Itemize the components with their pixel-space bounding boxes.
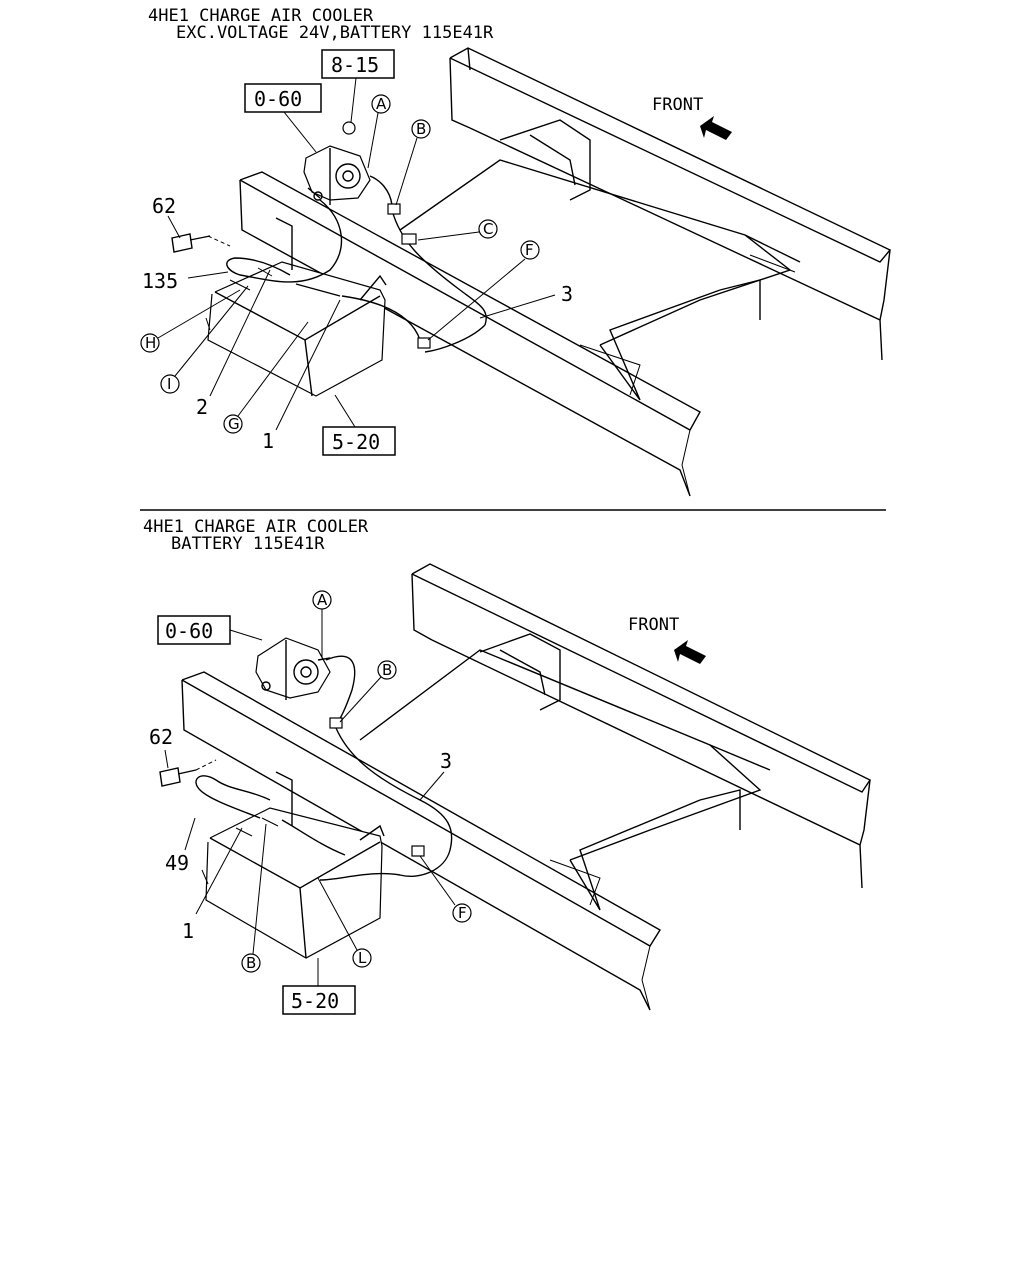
callout-g-top: G <box>223 321 309 434</box>
svg-text:H: H <box>145 334 156 352</box>
svg-text:8-15: 8-15 <box>331 53 379 77</box>
callout-b-upper-bottom: B <box>339 660 397 723</box>
part-numbers-top: 62 135 2 1 3 <box>142 194 573 453</box>
chassis-frame-bottom <box>181 563 872 1011</box>
callout-b-top: B <box>395 119 431 206</box>
cables-bottom <box>195 655 453 881</box>
svg-text:L: L <box>358 949 367 967</box>
front-label-bottom: FRONT <box>628 615 679 635</box>
diagram-bottom-header-line2: BATTERY 115E41R <box>171 534 325 554</box>
svg-text:I: I <box>167 375 171 393</box>
front-arrow-bottom: FRONT <box>628 615 706 664</box>
callout-f-top: F <box>427 240 540 341</box>
chassis-frame-top <box>239 47 892 497</box>
diagram-bottom: 4HE1 CHARGE AIR COOLER BATTERY 115E41R <box>143 517 872 1015</box>
svg-text:G: G <box>228 415 240 433</box>
callout-b-lower-bottom: B <box>241 823 267 973</box>
starter-motor-top <box>303 121 371 205</box>
svg-text:A: A <box>317 591 328 609</box>
svg-text:C: C <box>483 220 493 238</box>
part-number-62-bottom: 62 <box>149 725 173 749</box>
battery-bottom <box>201 771 385 959</box>
svg-text:0-60: 0-60 <box>165 619 213 643</box>
callout-i-top: I <box>160 285 249 394</box>
ref-box-5-20-bottom: 5-20 <box>282 958 356 1015</box>
svg-text:B: B <box>382 661 392 679</box>
ref-box-5-20-top: 5-20 <box>322 394 396 456</box>
part-number-1: 1 <box>262 429 274 453</box>
part-number-3: 3 <box>561 282 573 306</box>
callouts-top: A B C F H <box>140 94 540 434</box>
battery-top <box>205 217 387 397</box>
svg-text:5-20: 5-20 <box>291 989 339 1013</box>
svg-text:F: F <box>525 241 534 259</box>
callout-h-top: H <box>140 289 241 353</box>
starter-motor-bottom <box>255 637 331 700</box>
part-number-62: 62 <box>152 194 176 218</box>
diagram-bottom-header-line1: 4HE1 CHARGE AIR COOLER <box>143 517 369 537</box>
callout-a-bottom: A <box>312 590 332 658</box>
part-number-3-bottom: 3 <box>440 749 452 773</box>
bolt-62-bottom <box>159 759 217 787</box>
callout-f-bottom: F <box>419 855 472 923</box>
callout-c-top: C <box>417 219 498 241</box>
ref-box-8-15-top: 8-15 <box>321 49 395 123</box>
diagram-top: 4HE1 CHARGE AIR COOLER EXC.VOLTAGE 24V,B… <box>140 6 892 497</box>
callout-a-top: A <box>367 94 391 169</box>
part-numbers-bottom: 62 49 1 3 <box>149 725 452 943</box>
svg-text:B: B <box>246 954 256 972</box>
svg-text:F: F <box>458 904 467 922</box>
part-number-49: 49 <box>165 851 189 875</box>
ref-box-0-60-top: 0-60 <box>244 83 322 153</box>
diagram-top-header-line1: 4HE1 CHARGE AIR COOLER <box>148 6 374 26</box>
part-number-1-bottom: 1 <box>182 919 194 943</box>
callout-l-bottom: L <box>317 877 372 968</box>
svg-text:5-20: 5-20 <box>332 430 380 454</box>
part-number-135: 135 <box>142 269 178 293</box>
part-number-2: 2 <box>196 395 208 419</box>
ref-box-0-60-bottom: 0-60 <box>157 615 263 645</box>
cables-top <box>226 175 487 353</box>
svg-text:0-60: 0-60 <box>254 87 302 111</box>
callouts-bottom: A B B L F <box>241 590 472 973</box>
bolt-62-top <box>171 233 231 253</box>
svg-text:A: A <box>376 95 387 113</box>
front-label-top: FRONT <box>652 95 703 115</box>
diagram-top-header-line2: EXC.VOLTAGE 24V,BATTERY 115E41R <box>176 23 494 43</box>
svg-text:B: B <box>416 120 426 138</box>
front-arrow-top: FRONT <box>652 95 732 140</box>
